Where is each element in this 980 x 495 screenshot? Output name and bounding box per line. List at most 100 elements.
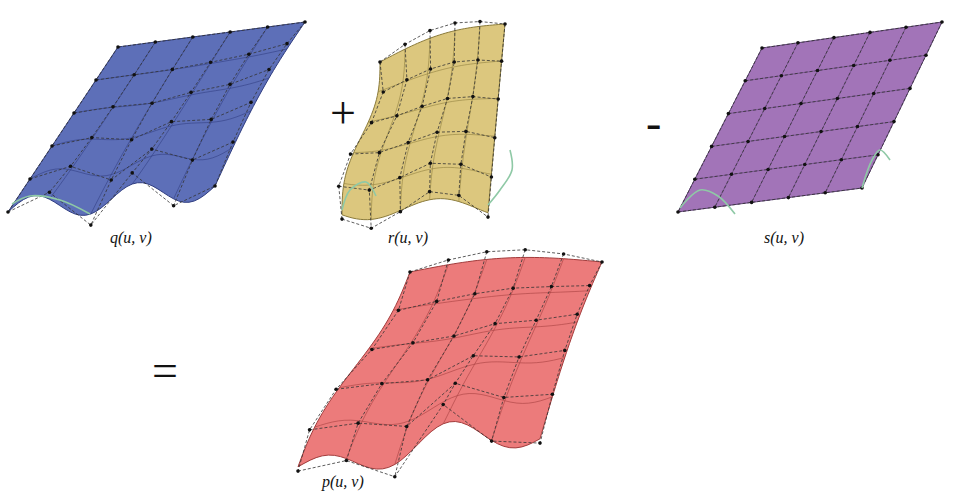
control-net	[400, 31, 431, 212]
control-point	[888, 59, 892, 63]
control-net	[372, 97, 499, 123]
iso-line	[745, 55, 926, 81]
control-point	[496, 97, 500, 101]
control-point	[760, 46, 764, 50]
control-net	[174, 27, 268, 206]
control-point	[441, 403, 445, 407]
control-net	[678, 48, 762, 212]
control-point	[247, 52, 251, 56]
surface-patch	[8, 22, 305, 215]
control-point	[730, 173, 734, 177]
control-point	[406, 141, 410, 145]
control-point	[6, 210, 10, 214]
function-label: q(u, v)	[110, 230, 152, 246]
control-point	[405, 425, 409, 429]
control-net	[132, 32, 230, 173]
control-point	[399, 210, 403, 214]
surface-p	[296, 248, 604, 479]
control-point	[787, 196, 791, 200]
control-net	[52, 102, 251, 146]
control-net	[336, 350, 565, 389]
control-point	[380, 382, 384, 386]
control-point	[588, 284, 592, 288]
control-point	[426, 378, 430, 382]
control-point	[150, 147, 154, 151]
control-net	[398, 286, 589, 311]
control-point	[904, 25, 908, 29]
control-point	[836, 97, 840, 101]
control-point	[796, 41, 800, 45]
control-point	[337, 184, 341, 188]
control-point	[249, 101, 253, 105]
control-point	[502, 396, 506, 400]
control-net	[346, 260, 448, 461]
control-point	[266, 25, 270, 29]
surface-patch	[678, 22, 942, 212]
control-point	[428, 29, 432, 33]
control-point	[493, 136, 497, 140]
control-point	[500, 59, 504, 63]
control-point	[766, 168, 770, 172]
control-point	[763, 107, 767, 111]
control-point	[228, 30, 232, 34]
control-point	[780, 74, 784, 78]
control-point	[840, 158, 844, 162]
iso-line	[825, 27, 906, 193]
control-point	[447, 258, 451, 262]
control-net	[728, 88, 910, 113]
control-point	[478, 20, 482, 24]
control-point	[285, 42, 289, 46]
control-point	[367, 188, 371, 192]
function-label: p(u, v)	[322, 474, 364, 490]
function-label: s(u, v)	[764, 230, 804, 246]
control-point	[551, 392, 555, 396]
control-point	[575, 312, 579, 316]
control-point	[750, 201, 754, 205]
control-net	[369, 44, 407, 228]
function-label: r(u, v)	[388, 230, 428, 246]
control-net	[410, 250, 602, 272]
control-net	[96, 44, 287, 80]
control-point	[48, 190, 52, 194]
control-point	[111, 105, 115, 109]
operator-symbol: -	[646, 100, 661, 146]
control-net	[492, 254, 564, 441]
control-point	[490, 439, 494, 443]
control-point	[472, 354, 476, 358]
control-point	[908, 87, 912, 91]
control-point	[452, 60, 456, 64]
control-point	[209, 118, 213, 122]
control-point	[459, 162, 463, 166]
control-point	[538, 441, 542, 445]
control-point	[503, 22, 507, 26]
control-net	[350, 131, 494, 154]
control-point	[563, 349, 567, 353]
control-net	[712, 122, 894, 147]
iso-line	[430, 31, 455, 200]
control-net	[715, 43, 798, 207]
control-point	[676, 210, 680, 214]
operator-symbol: =	[152, 348, 178, 394]
boundary-curve	[488, 150, 512, 205]
control-point	[803, 163, 807, 167]
control-point	[189, 91, 193, 95]
control-point	[369, 226, 373, 230]
control-net	[862, 22, 942, 188]
control-point	[411, 341, 415, 345]
control-net	[752, 38, 834, 203]
control-point	[832, 36, 836, 40]
control-point	[50, 144, 54, 148]
control-point	[130, 138, 134, 142]
control-point	[534, 318, 538, 322]
iso-line	[378, 61, 501, 92]
control-point	[356, 421, 360, 425]
control-point	[819, 130, 823, 134]
surface-s	[676, 20, 944, 214]
control-point	[228, 83, 232, 87]
control-point	[457, 194, 461, 198]
control-point	[170, 120, 174, 124]
iso-line	[96, 49, 287, 80]
iso-line	[369, 322, 577, 349]
control-point	[485, 250, 489, 254]
control-point	[429, 67, 433, 71]
